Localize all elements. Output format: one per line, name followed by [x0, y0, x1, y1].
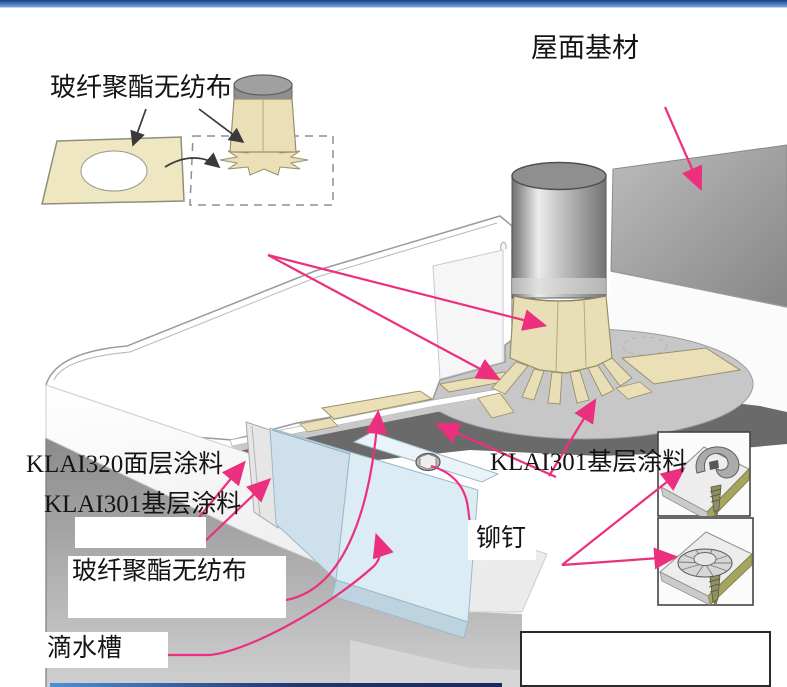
label-klai301-base-coat-right: KLAI301基层涂料	[490, 449, 688, 476]
leader-nonwoven-bottom	[285, 409, 388, 602]
pipe	[511, 161, 607, 299]
leader-klai301-right-patch	[434, 422, 557, 479]
label-rivet: 铆钉	[476, 525, 527, 552]
leader-klai320-top-coat	[195, 460, 246, 522]
empty-legend-box	[520, 631, 771, 687]
leader-drip-groove	[168, 532, 394, 657]
label-klai301-base-coat-left: KLAI301基层涂料	[44, 491, 242, 518]
leader-klai301-left	[200, 477, 272, 546]
dashed-guide-circle	[622, 336, 668, 356]
membrane-upstand	[432, 241, 507, 380]
fabric-strips	[299, 347, 742, 433]
label-nonwoven-bottom: 玻纤聚酯无纺布	[72, 558, 248, 585]
leader-roof-substrate	[663, 106, 703, 192]
label-drip-groove: 滴水槽	[47, 635, 123, 662]
blank-label-box	[75, 517, 206, 548]
arrow-to-patch	[130, 108, 147, 147]
label-nonwoven-bottom-box: 玻纤聚酯无纺布	[68, 556, 286, 618]
inset-detail-hook-fastener	[657, 431, 751, 517]
leader-to-inset-hook	[561, 467, 686, 566]
arrow-patch-to-collar	[164, 152, 221, 169]
leader-lines	[168, 106, 703, 657]
inset-detail-spread-rivet	[657, 517, 754, 606]
screw	[709, 484, 722, 516]
label-nonwoven-top: 玻纤聚酯无纺布	[50, 73, 233, 102]
leader-klai301-right-coating	[548, 398, 597, 477]
label-rivet-box: 铆钉	[468, 520, 536, 560]
top-bar	[0, 0, 787, 8]
bottom-bar	[50, 683, 502, 687]
label-drip-groove-box: 滴水槽	[44, 632, 168, 668]
leader-to-inset-rivet	[561, 547, 679, 570]
screw	[708, 574, 721, 605]
leader-strip-install	[267, 254, 501, 381]
mini-diagram-arrows	[130, 108, 245, 169]
label-roof-substrate: 屋面基材	[531, 33, 639, 63]
leader-collar-install	[267, 253, 548, 331]
arrow-to-collar	[198, 108, 245, 144]
label-klai320-top-coat: KLAI320面层涂料	[26, 451, 224, 478]
mini-diagram-nonwoven-patch	[41, 136, 185, 205]
hook-clip	[695, 446, 740, 479]
mini-diagram-pipe-collar	[219, 74, 309, 176]
